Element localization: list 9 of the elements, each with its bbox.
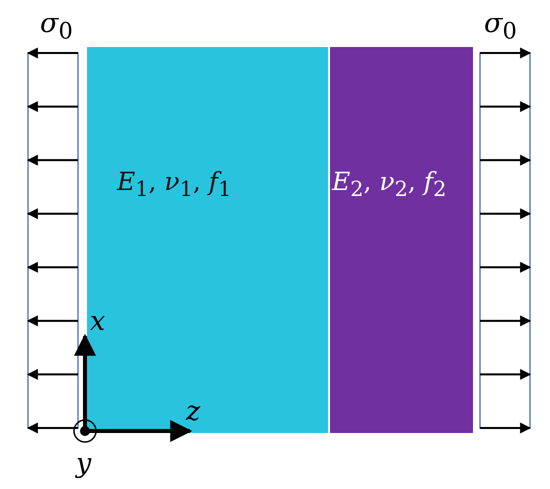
axis-label: x <box>90 308 106 335</box>
axis-label: z <box>186 398 200 425</box>
stress-label: σ$_{0}$ <box>484 10 517 43</box>
material-layer <box>330 47 473 433</box>
material-properties: E$_{1}$, ν$_{1}$, f$_{1}$ <box>117 167 232 201</box>
stress-label: σ$_{0}$ <box>40 10 73 43</box>
material-properties: E$_{2}$, ν$_{2}$, f$_{2}$ <box>332 167 446 201</box>
axis-label: y <box>76 450 92 477</box>
material-layer <box>87 47 328 433</box>
